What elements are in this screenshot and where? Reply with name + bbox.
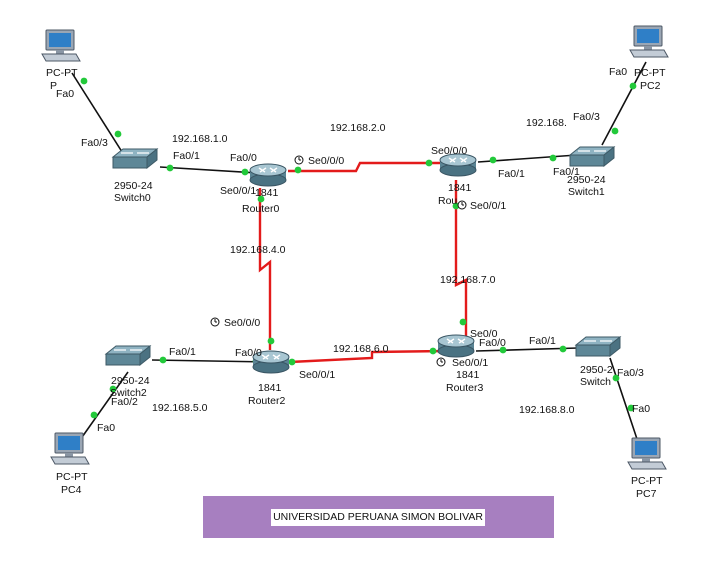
switch0-name-label: Switch0	[114, 192, 151, 204]
pc2-icon[interactable]	[629, 25, 669, 58]
port-status-dots	[80, 77, 637, 419]
router2-model-label: 1841	[258, 382, 282, 394]
switch3-model-label: 2950-2	[580, 364, 613, 376]
port-label: Se0/0/0	[431, 145, 467, 157]
router3-model-label: 1841	[456, 369, 480, 381]
port-label: Se0/0/1	[452, 357, 488, 369]
pc2-name-label: PC2	[640, 80, 661, 92]
port-label: Fa0/1	[529, 335, 556, 347]
switch2-icon[interactable]	[105, 345, 151, 366]
pc0-icon[interactable]	[41, 29, 81, 62]
pc0-type-label: PC-PT	[46, 67, 78, 79]
switch0-model-label: 2950-24	[114, 180, 153, 192]
serial-router0-router1	[288, 161, 440, 173]
port-label: Se0/0/0	[224, 317, 260, 329]
port-label: Fa0/3	[573, 111, 600, 123]
port-label: Fa0/1	[173, 150, 200, 162]
switch1-icon[interactable]	[569, 146, 615, 167]
banner-title: UNIVERSIDAD PERUANA SIMON BOLIVAR	[271, 509, 485, 526]
port-label: Fa0/2	[111, 396, 138, 408]
port-label: Fa0	[632, 403, 650, 415]
link-switch2-pc4	[79, 371, 129, 441]
port-label: Se0/0	[470, 328, 498, 340]
router0-icon[interactable]	[249, 163, 287, 187]
port-label: Fa0/1	[169, 346, 196, 358]
port-label: Se0/0/0	[308, 155, 344, 167]
port-label: Se0/0/1	[220, 185, 256, 197]
pc4-name-label: PC4	[61, 484, 82, 496]
network-label: 192.168.2.0	[330, 122, 386, 134]
pc7-name-label: PC7	[636, 488, 657, 500]
pc7-icon[interactable]	[627, 437, 667, 470]
link-switch2-router2	[151, 359, 271, 363]
port-label: Fa0	[609, 66, 627, 78]
router3-icon[interactable]	[437, 334, 475, 358]
clock-icon	[294, 155, 304, 165]
router2-name-label: Router2	[248, 395, 286, 407]
switch3-name-label: Switch	[580, 376, 611, 388]
pc2-type-label: PC-PT	[634, 67, 666, 79]
pc0-name-label: P	[50, 80, 57, 92]
switch1-model-label: 2950-24	[567, 174, 606, 186]
router1-model-label: 1841	[448, 182, 472, 194]
network-label: 192.168.5.0	[152, 402, 208, 414]
switch2-name-label: Switch2	[110, 387, 147, 399]
port-label: Fa0/0	[479, 337, 506, 349]
router1-icon[interactable]	[439, 153, 477, 177]
port-label: Fa0/0	[235, 347, 262, 359]
port-label: Se0/0/1	[299, 369, 335, 381]
clock-icon	[436, 357, 446, 367]
port-label: Fa0/1	[553, 166, 580, 178]
port-label: Fa0/1	[498, 168, 525, 180]
switch0-icon[interactable]	[112, 148, 158, 169]
network-label: 192.168.8.0	[519, 404, 575, 416]
link-switch3-pc7	[609, 357, 641, 449]
pc4-type-label: PC-PT	[56, 471, 88, 483]
network-label: 192.168.1.0	[172, 133, 228, 145]
router0-name-label: Router0	[242, 203, 280, 215]
port-label: Fa0	[97, 422, 115, 434]
network-label: 192.168.7.0	[440, 274, 496, 286]
switch2-model-label: 2950-24	[111, 375, 150, 387]
link-switch1-pc2	[601, 61, 647, 146]
port-label: Fa0/3	[81, 137, 108, 149]
switch3-icon[interactable]	[575, 336, 621, 357]
port-label: Fa0/3	[617, 367, 644, 379]
network-label: 192.168.4.0	[230, 244, 286, 256]
clock-icon	[457, 200, 467, 210]
router3-name-label: Router3	[446, 382, 484, 394]
clock-icon	[210, 317, 220, 327]
link-pc0-switch0	[71, 72, 125, 156]
port-label: Fa0	[56, 88, 74, 100]
pc4-icon[interactable]	[50, 432, 90, 465]
network-label: 192.168.	[526, 117, 567, 129]
serial-router1-router3	[454, 180, 468, 342]
router0-model-label: 1841	[255, 187, 279, 199]
network-label: 192.168.6.0	[333, 343, 389, 355]
serial-router2-router3	[289, 349, 447, 364]
pc7-type-label: PC-PT	[631, 475, 663, 487]
serial-router0-router2	[258, 188, 272, 350]
port-label: Fa0/0	[230, 152, 257, 164]
router1-name-label: Rou	[438, 195, 457, 207]
switch1-name-label: Switch1	[568, 186, 605, 198]
footer-banner: UNIVERSIDAD PERUANA SIMON BOLIVAR	[203, 496, 554, 538]
port-label: Se0/0/1	[470, 200, 506, 212]
